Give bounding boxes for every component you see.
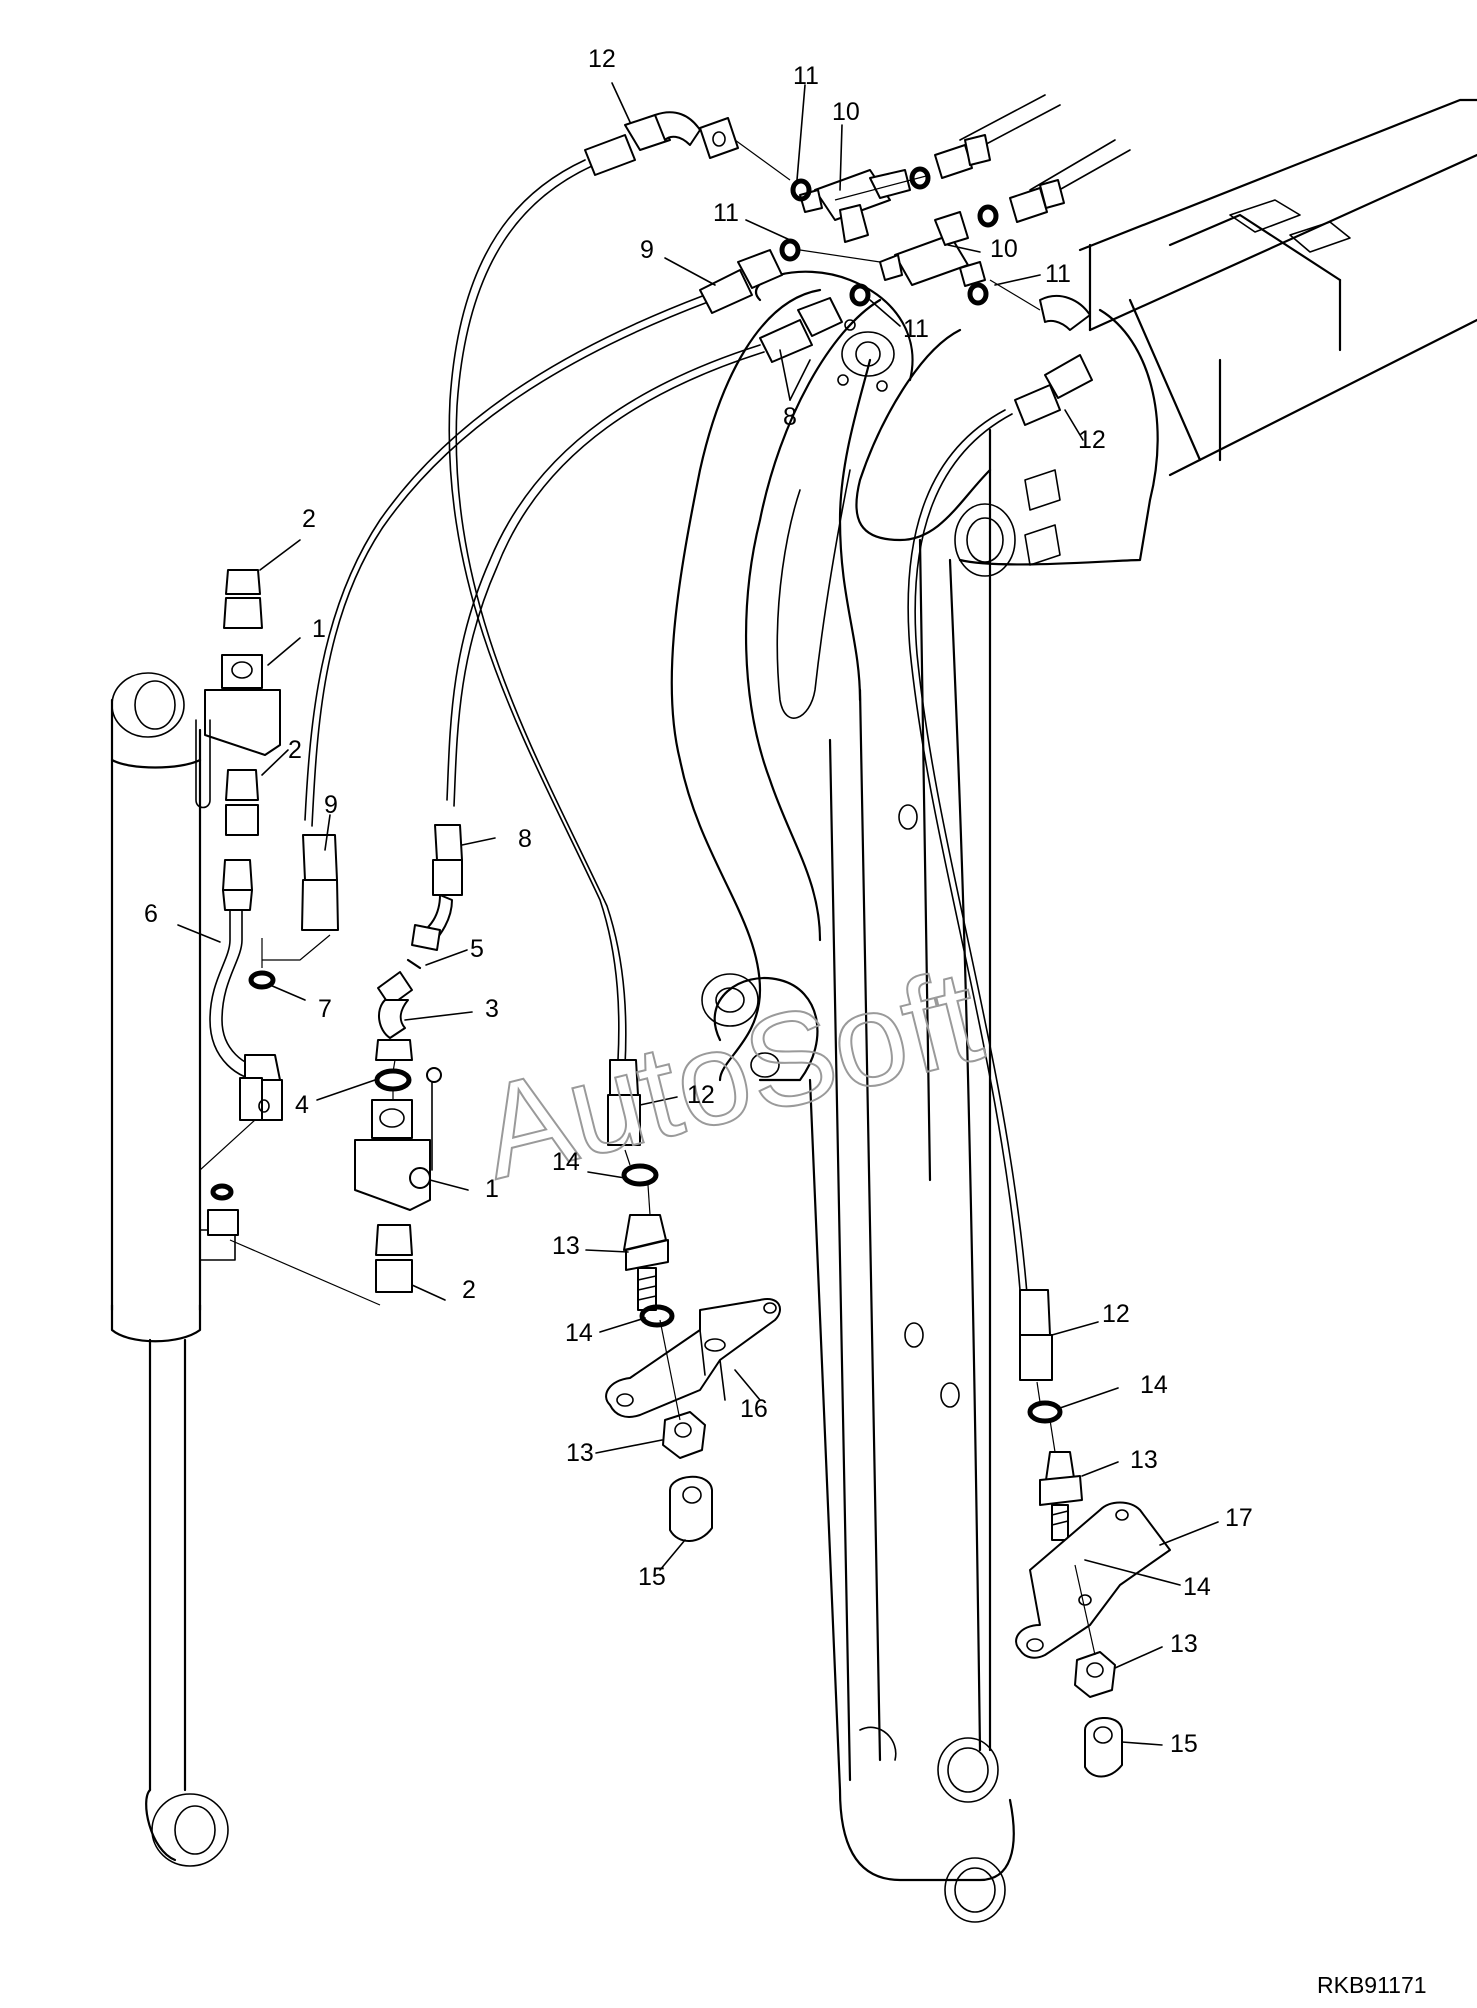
callout-label: 12: [1078, 426, 1106, 454]
nut-13-right: [1074, 1651, 1116, 1698]
tee-fitting-10-upper: [799, 169, 911, 243]
o-ring-small-left: [210, 1183, 234, 1201]
callout-label: 6: [144, 900, 158, 928]
boom-arm: [670, 98, 1477, 1923]
callout-numbers: 12 11 10 11 10 11 9 11 8 12 2 1 2 9 8 6 …: [144, 45, 1253, 1758]
callout-leaders: [177, 82, 1219, 1746]
nipple-2-top: [223, 569, 263, 629]
callout-label: 15: [638, 1563, 666, 1591]
valve-1-top: [195, 654, 281, 809]
o-rings-top: [779, 166, 999, 307]
callout-label: 9: [640, 236, 654, 264]
boss-left: [207, 1209, 239, 1236]
callout-label: 8: [518, 825, 532, 853]
callout-label: 17: [1225, 1504, 1253, 1532]
callout-label: 13: [1130, 1446, 1158, 1474]
drawing-reference: RKB91171: [1317, 1972, 1427, 1998]
fittings: [195, 111, 1171, 1778]
bolt-13-right: [1039, 1451, 1083, 1541]
bracket-16: [605, 1298, 781, 1418]
hose-end-12-center: [607, 1059, 641, 1146]
callout-label: 2: [288, 736, 302, 764]
callout-label: 13: [566, 1439, 594, 1467]
valve-1-lower: [354, 1067, 442, 1211]
callout-label: 14: [1140, 1371, 1168, 1399]
boom-cylinder: [110, 672, 236, 1867]
callout-label: 12: [687, 1081, 715, 1109]
callout-label: 5: [470, 935, 484, 963]
nut-15-center: [669, 1475, 713, 1542]
hose-end-8-top: [759, 297, 843, 363]
callout-label: 7: [318, 995, 332, 1023]
callout-label: 3: [485, 995, 499, 1023]
callout-label: 8: [783, 403, 797, 431]
callout-label: 2: [302, 505, 316, 533]
o-ring-7: [248, 970, 276, 990]
hose-end-12-right: [1019, 1289, 1053, 1381]
callout-label: 11: [1045, 260, 1071, 288]
o-ring-14-center-lower: [639, 1304, 675, 1328]
nipple-2-mid: [225, 769, 259, 836]
hose-end-12-top: [584, 111, 739, 176]
bolt-13-center: [623, 1214, 669, 1311]
callout-label: 13: [1170, 1630, 1198, 1658]
tee-fitting-10-lower: [879, 211, 986, 287]
hose-end-8-lower: [411, 824, 463, 951]
callout-label: 12: [588, 45, 616, 73]
callout-label: 15: [1170, 1730, 1198, 1758]
o-ring-14-center-upper: [621, 1163, 659, 1187]
callout-label: 10: [832, 98, 860, 126]
callout-label: 2: [462, 1276, 476, 1304]
callout-label: 16: [740, 1395, 768, 1423]
hoses: [209, 94, 1131, 1295]
callout-label: 9: [324, 791, 338, 819]
callout-label: 4: [295, 1091, 309, 1119]
alignment-lines: [199, 139, 1096, 1656]
hose-end-9-top: [699, 249, 783, 314]
o-ring-4: [374, 1068, 412, 1092]
callout-label: 14: [552, 1148, 580, 1176]
hose-end-12-right-top: [1014, 295, 1093, 426]
callout-label: 14: [1183, 1573, 1211, 1601]
callout-label: 11: [713, 199, 739, 227]
callout-label: 14: [565, 1319, 593, 1347]
bracket-17: [1015, 1501, 1171, 1659]
o-ring-14-right-upper: [1027, 1400, 1063, 1424]
callout-label: 13: [552, 1232, 580, 1260]
hose-end-9-lower: [301, 834, 339, 931]
adapter-fittings-top: [934, 134, 1065, 223]
elbow-3: [375, 971, 413, 1061]
callout-label: 10: [990, 235, 1018, 263]
callout-label: 11: [903, 315, 929, 343]
callout-label: 11: [793, 62, 819, 90]
pipe-6-fitting: [222, 859, 283, 1121]
seal-5: [406, 958, 422, 970]
nipple-2-bottom: [375, 1224, 413, 1293]
callout-label: 12: [1102, 1300, 1130, 1328]
watermark: AutoSoft: [467, 941, 994, 1206]
nut-15-right: [1084, 1716, 1123, 1778]
callout-label: 1: [485, 1175, 499, 1203]
nut-13-center: [662, 1411, 706, 1459]
callout-label: 1: [312, 615, 326, 643]
